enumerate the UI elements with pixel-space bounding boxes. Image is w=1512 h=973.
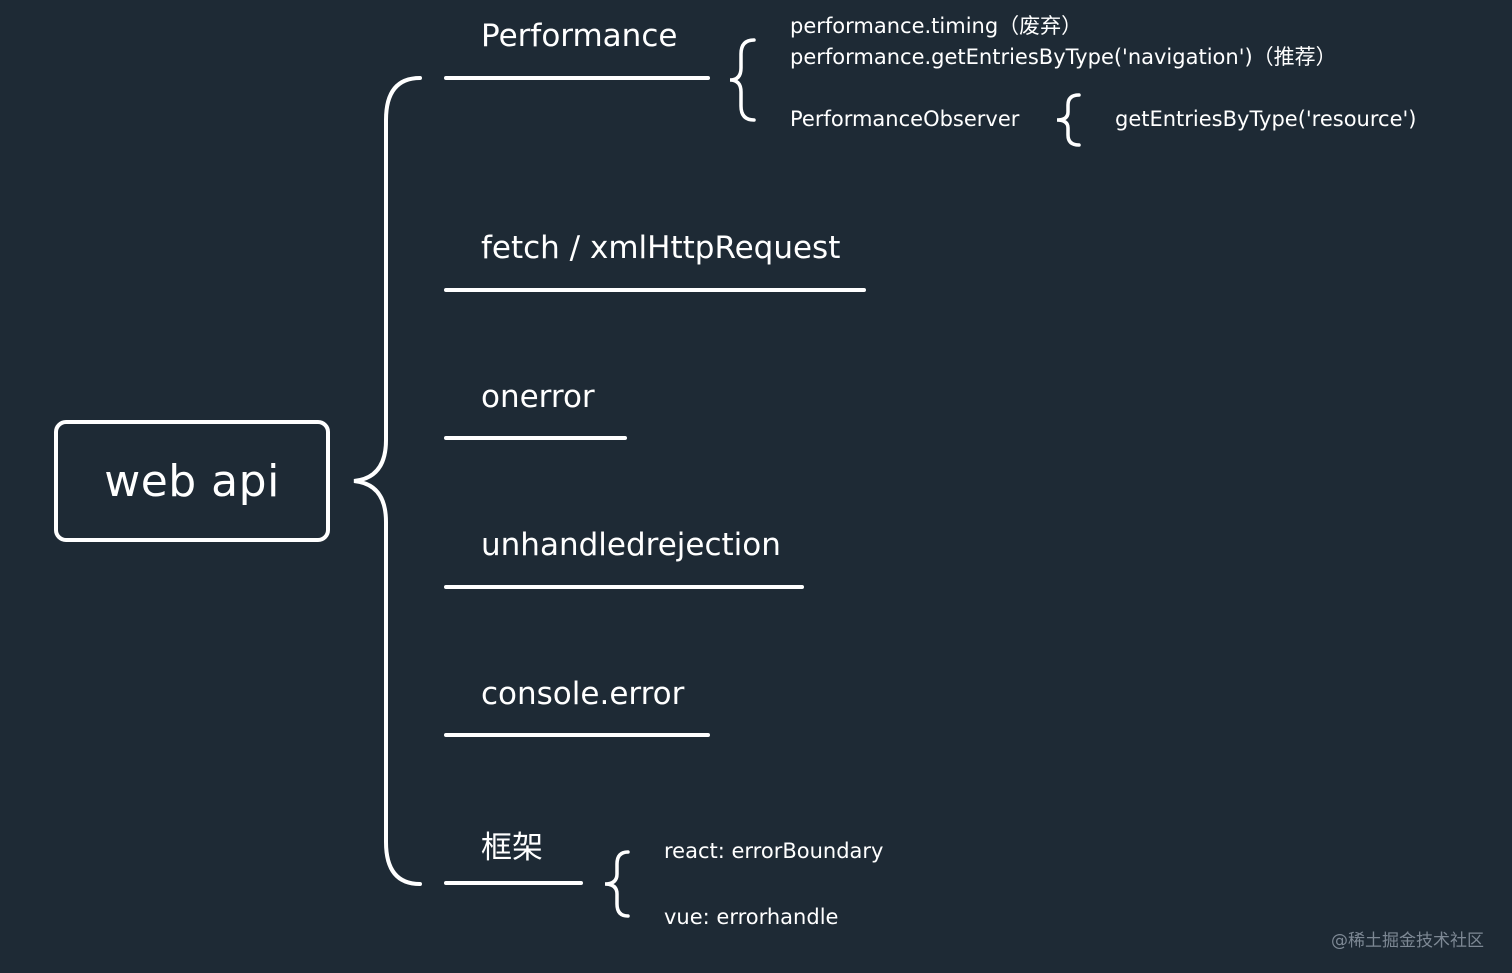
leaf-performance-timing: performance.timing（废弃） <box>790 14 1083 38</box>
leaf-performance-observer: PerformanceObserver <box>790 107 1020 131</box>
branch-onerror-underline <box>444 436 627 440</box>
framework-brace <box>604 850 630 918</box>
branch-performance-label: Performance <box>481 18 678 54</box>
main-brace <box>353 76 422 886</box>
leaf-observer-resource: getEntriesByType('resource') <box>1115 107 1417 131</box>
branch-console-error-label: console.error <box>481 676 685 712</box>
branch-performance-underline <box>444 76 710 80</box>
leaf-performance-navigation: performance.getEntriesByType('navigation… <box>790 45 1337 69</box>
watermark: @稀土掘金技术社区 <box>1331 931 1484 951</box>
performance-brace <box>729 38 756 122</box>
branch-unhandledrejection-underline <box>444 585 804 589</box>
branch-unhandledrejection-label: unhandledrejection <box>481 527 781 563</box>
leaf-framework-react: react: errorBoundary <box>664 839 884 863</box>
leaf-framework-vue: vue: errorhandle <box>664 905 839 929</box>
branch-onerror-label: onerror <box>481 379 595 415</box>
branch-fetch-label: fetch / xmlHttpRequest <box>481 230 841 266</box>
branch-fetch-underline <box>444 288 866 292</box>
branch-framework-label: 框架 <box>481 830 543 866</box>
branch-framework-underline <box>444 881 583 885</box>
branch-console-error-underline <box>444 733 710 737</box>
root-label: web api <box>104 455 280 507</box>
root-node: web api <box>54 420 330 542</box>
observer-brace <box>1056 93 1081 147</box>
